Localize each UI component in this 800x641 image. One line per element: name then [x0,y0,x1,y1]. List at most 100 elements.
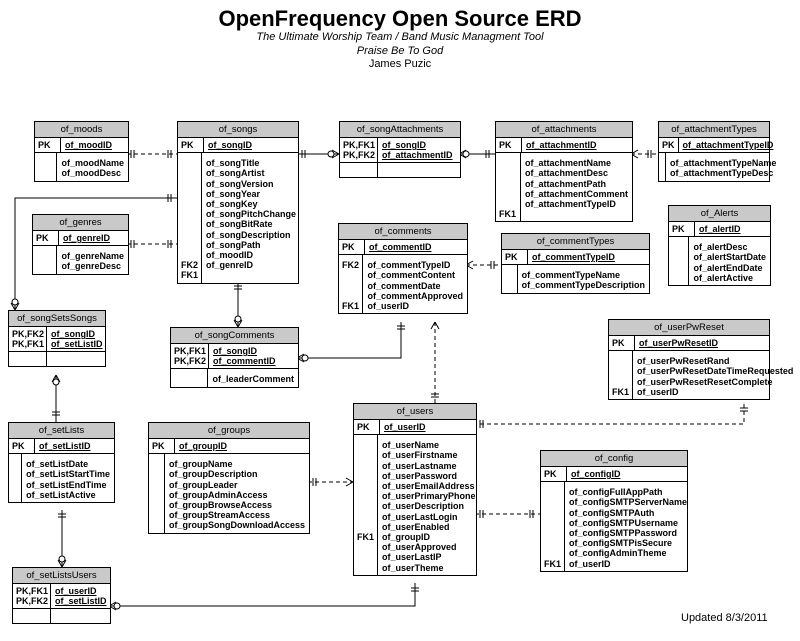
rel-comments-songcomments [297,322,402,359]
attribute-fields [47,352,105,366]
cardinality-circle [52,378,60,386]
attribute-section [9,352,105,367]
attribute-fields [51,609,110,623]
attribute-section [340,163,460,178]
entity-name: of_songComments [171,328,298,344]
cardinality-circle [58,555,66,563]
entity-name: of_attachments [496,122,632,138]
cardinality-circle [234,315,242,323]
cardinality-mark [233,319,239,328]
diagram-author: James Puzic [368,58,432,70]
attribute-fields: of_leaderComment [212,374,294,385]
fk-key-labels [9,352,47,367]
pk-key-labels: PK [496,138,522,153]
pk-key-labels: PK [178,138,204,153]
cardinality-mark [430,321,436,330]
entity-name: of_Alerts [669,206,770,222]
attribute-fields: of_commentTypeName of_commentTypeDescrip… [521,270,645,291]
cardinality-mark [345,481,354,487]
attribute-fields: of_genreName of_genreDesc [61,251,124,272]
attribute-section: of_alertDesc of_alertStartDate of_alertE… [669,237,770,286]
entity-name: of_groups [149,423,309,439]
pk-key-labels: PK [339,240,365,255]
pk-fields: of_attachmentTypeID [682,140,774,150]
fk-key-labels [669,237,690,286]
entity-name: of_setLists [9,423,114,439]
cardinality-circle [11,298,19,306]
attribute-fields: of_groupName of_groupDescription of_grou… [168,459,305,531]
pk-fields: of_setListID [39,441,91,451]
primary-key-section: PK of_userPwResetID [609,336,769,352]
diagram-title: OpenFrequency Open Source ERD [218,6,582,31]
pk-fields: of_groupID [179,441,227,451]
fk-key-labels [171,369,209,387]
pk-fields: of_songID of_setListID [51,329,103,350]
fk-key-labels [13,609,51,624]
pk-key-labels: PK [669,222,695,237]
pk-fields: of_userPwResetID [639,338,719,348]
attribute-fields: of_alertDesc of_alertStartDate of_alertE… [693,242,766,283]
rel-users-setlistsusers [109,583,416,607]
fk-key-labels: FK1 [496,153,521,222]
attribute-fields [378,163,460,177]
pk-key-labels: PK [541,467,567,482]
fk-key-labels: FK1 [609,351,634,400]
pk-key-labels: PK,FK2 PK,FK1 [9,327,47,352]
attribute-fields: of_setListDate of_setListStartTime of_se… [26,459,110,500]
pk-key-labels: PK [9,439,35,454]
attribute-fields: of_songTitle of_songArtist of_songVersio… [206,158,297,271]
cardinality-mark [51,374,57,383]
pk-key-labels: PK [609,336,635,351]
pk-key-labels: PK [35,138,61,153]
entity-name: of_attachmentTypes [659,122,769,138]
pk-key-labels: PK,FK1 PK,FK2 [171,344,209,369]
pk-fields: of_configID [571,469,621,479]
cardinality-mark [57,559,63,568]
pk-fields: of_songID of_attachmentID [382,140,453,161]
cardinality-circle [462,150,470,158]
attribute-section: of_commentTypeName of_commentTypeDescrip… [502,265,649,293]
pk-key-labels: PK,FK1 PK,FK2 [340,138,378,163]
cardinality-mark [237,319,243,328]
fk-key-labels [33,246,58,274]
cardinality-mark [55,374,61,383]
fk-key-labels: FK1 [354,435,379,575]
fk-key-labels [35,153,58,181]
pk-fields: of_moodID [65,140,112,150]
fk-key-labels [659,153,666,181]
pk-fields: of_userID of_setListID [55,586,107,607]
pk-key-labels: PK [33,231,59,246]
entity-name: of_config [541,451,687,467]
fk-key-labels [340,163,378,178]
cardinality-circle [327,150,335,158]
attribute-fields: of_userName of_userFirstname of_userLast… [382,440,476,573]
entity-name: of_moods [35,122,128,138]
entity-name: of_songs [178,122,298,138]
cardinality-circle [113,602,121,610]
pk-fields: of_commentID [369,242,432,252]
attribute-section: of_moodName of_moodDesc [35,153,128,181]
attribute-fields: of_attachmentName of_attachmentDesc of_a… [524,158,628,210]
rel-users-userpwreset [475,404,745,425]
entity-name: of_commentTypes [502,234,649,250]
